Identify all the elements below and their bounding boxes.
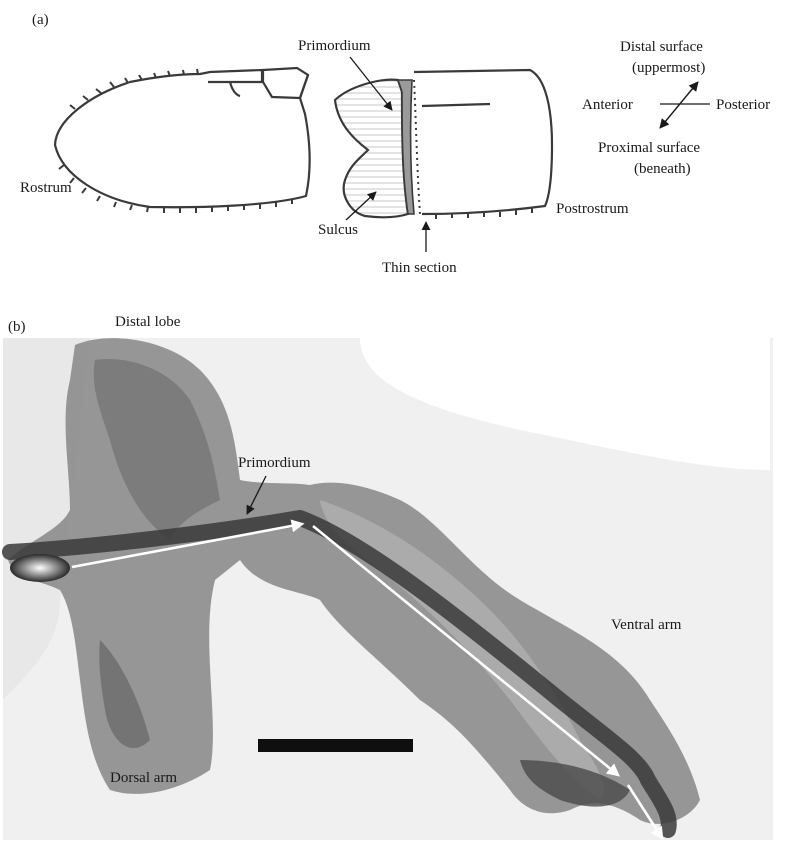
primordium-label-b: Primordium (238, 455, 311, 471)
panel-b-label: (b) (8, 319, 26, 335)
rostrum-label: Rostrum (20, 180, 72, 196)
thin-section-label: Thin section (382, 260, 457, 276)
ventral-arm-label: Ventral arm (611, 617, 682, 633)
panel-b: (b) Distal lobe Primordium Ve (3, 314, 773, 840)
rostrum-outline (55, 68, 310, 207)
distal-uppermost-label: (uppermost) (632, 60, 705, 76)
postrostrum-outline (414, 70, 552, 214)
panel-a: (a) Primordium R (20, 12, 770, 276)
panel-a-label: (a) (32, 12, 49, 28)
bright-core (10, 554, 70, 582)
sulcus-piece (335, 80, 420, 218)
primordium-label-a: Primordium (298, 38, 371, 54)
proximal-beneath-label: (beneath) (634, 161, 691, 177)
sulcus-label: Sulcus (318, 222, 358, 238)
rostrum-serrations (59, 69, 292, 213)
posterior-label: Posterior (716, 97, 770, 113)
anterior-label: Anterior (582, 97, 633, 113)
distal-proximal-axis (660, 82, 698, 128)
scale-bar (258, 739, 413, 752)
distal-surface-label: Distal surface (620, 39, 703, 55)
postrostrum-label: Postrostrum (556, 201, 629, 217)
distal-lobe-label: Distal lobe (115, 314, 181, 330)
orientation-key: Distal surface (uppermost) Anterior Post… (582, 39, 770, 177)
proximal-surface-label: Proximal surface (598, 140, 700, 156)
dorsal-arm-label: Dorsal arm (110, 770, 177, 786)
